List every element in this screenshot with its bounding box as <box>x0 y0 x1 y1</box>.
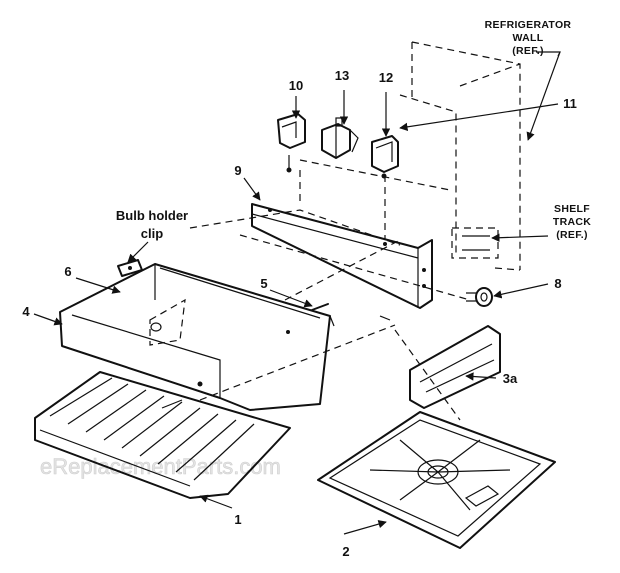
shelf-track-outline <box>451 227 499 259</box>
light-shield-part-4 <box>59 263 331 411</box>
svg-text:REFRIGERATOR: REFRIGERATOR <box>485 19 572 31</box>
leader-lines <box>33 51 561 535</box>
svg-text:Bulb holder: Bulb holder <box>116 208 188 223</box>
refrigerator-wall-outline <box>399 41 521 271</box>
part-number-9: 9 <box>234 163 241 178</box>
shelf-track-label: SHELF TRACK (REF.) <box>553 203 591 241</box>
part-number-2: 2 <box>342 544 349 559</box>
lens-panel-part-3a <box>409 325 501 409</box>
part-number-10: 10 <box>289 78 303 93</box>
part-number-3a: 3a <box>503 371 518 386</box>
part-number-4: 4 <box>22 304 30 319</box>
screw-part-5 <box>161 303 391 409</box>
assembly-phantom-lines <box>149 159 471 421</box>
part-number-8: 8 <box>554 276 561 291</box>
svg-text:(REF.): (REF.) <box>556 229 588 241</box>
tray-part-2 <box>317 411 556 549</box>
shelf-rack-part-1 <box>34 371 291 499</box>
rail-part-9 <box>251 203 433 309</box>
part-number-6: 6 <box>64 264 71 279</box>
watermark-text: eReplacementParts.com <box>40 454 281 479</box>
svg-text:SHELF: SHELF <box>554 203 590 215</box>
refrigerator-wall-label: REFRIGERATOR WALL (REF.) <box>485 19 572 57</box>
svg-text:(REF.): (REF.) <box>512 45 544 57</box>
svg-text:WALL: WALL <box>513 32 544 44</box>
part-number-11: 11 <box>563 96 577 111</box>
svg-text:TRACK: TRACK <box>553 216 591 228</box>
part-number-5: 5 <box>260 276 267 291</box>
bracket-part-12 <box>371 135 399 179</box>
socket-part-8 <box>466 287 493 307</box>
bracket-part-10 <box>277 113 306 173</box>
part-number-13: 13 <box>335 68 349 83</box>
part-number-1: 1 <box>234 512 241 527</box>
switch-part-13 <box>321 117 359 159</box>
bulb-holder-clip <box>117 259 143 277</box>
part-number-12: 12 <box>379 70 393 85</box>
bulb-holder-clip-label: Bulb holder clip <box>116 208 188 241</box>
svg-text:clip: clip <box>141 226 163 241</box>
